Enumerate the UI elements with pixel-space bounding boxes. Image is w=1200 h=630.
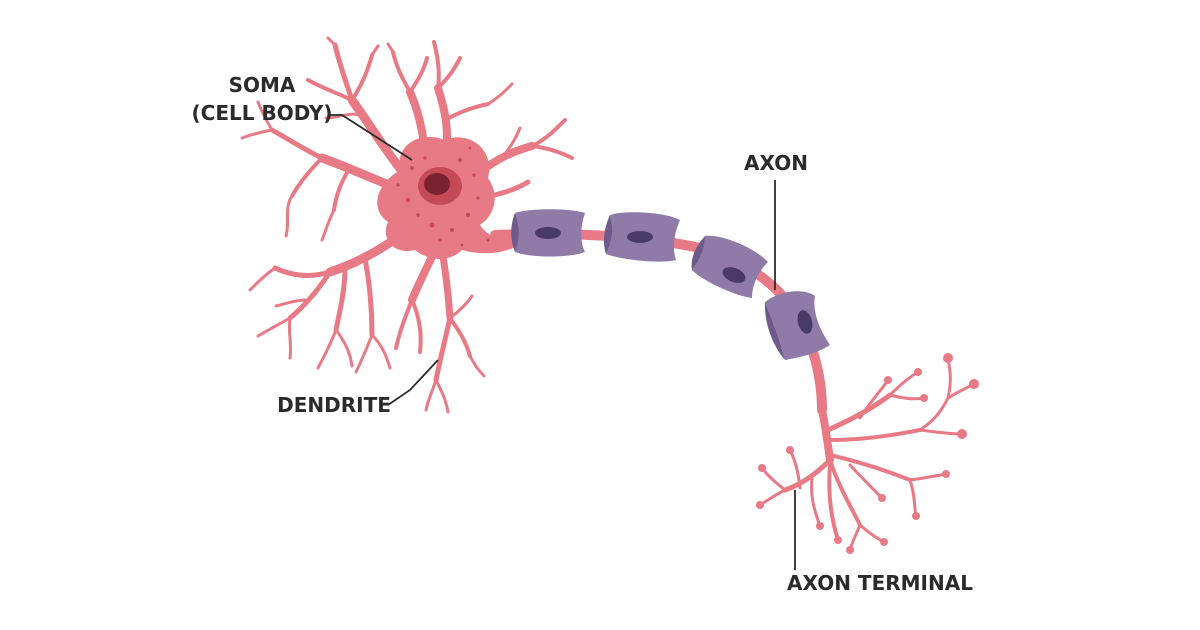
dendrite-lower-left [248, 223, 415, 374]
axon-terminal [758, 356, 976, 552]
label-axon: AXON [744, 151, 808, 175]
myelin-sheath-1 [511, 209, 585, 257]
labels: SOMA (CELL BODY) AXON DENDRITE AXON TERM… [192, 73, 974, 595]
dendrite-leader [387, 359, 439, 406]
myelin-sheath-4 [764, 291, 830, 360]
soma [377, 136, 520, 259]
synaptic-boutons [756, 353, 979, 554]
nucleolus [424, 173, 450, 195]
soma-leader [328, 114, 413, 161]
label-axon-terminal: AXON TERMINAL [787, 571, 973, 595]
label-soma: SOMA [229, 73, 296, 97]
dendrite-lower-mid [394, 236, 486, 414]
label-dendrite: DENDRITE [277, 393, 391, 417]
myelin-sheath-3 [691, 235, 768, 298]
leader-lines [328, 114, 796, 570]
label-soma-sub: (CELL BODY) [192, 101, 333, 125]
axon [490, 209, 830, 415]
myelin-sheath-2 [603, 212, 680, 262]
